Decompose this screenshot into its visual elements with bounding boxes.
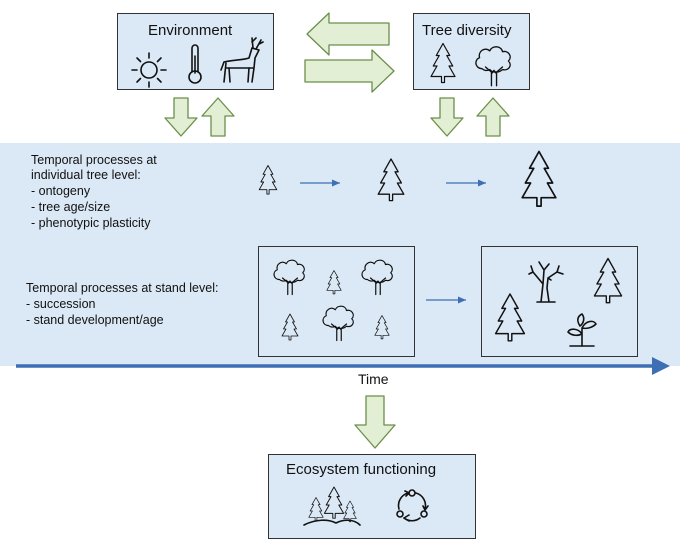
small-conifer-icon (258, 165, 278, 195)
env-down-arrow (164, 97, 198, 137)
large-conifer-icon (593, 257, 623, 304)
time-to-ecosystem-arrow (354, 395, 396, 449)
dead-tree-icon (528, 261, 564, 303)
conifer-icon (374, 315, 390, 340)
medium-conifer-icon (377, 158, 405, 202)
tree-level-item: - tree age/size (31, 200, 111, 214)
seedling-icon (567, 313, 597, 347)
tree-level-item: - ontogeny (31, 184, 91, 198)
large-conifer-icon (521, 150, 557, 207)
diversity-to-env-arrow (306, 12, 390, 56)
sun-icon (131, 52, 167, 88)
ecosystem-title: Ecosystem functioning (286, 461, 437, 478)
time-axis-arrow (16, 357, 670, 375)
tree-diversity-title: Tree diversity (422, 22, 512, 39)
tree-level-heading-2: individual tree level: (31, 168, 141, 182)
broadleaf-tree-icon (475, 46, 511, 87)
env-up-arrow (201, 97, 235, 137)
conifer-icon (326, 270, 342, 295)
env-to-diversity-arrow (304, 49, 395, 93)
broadleaf-tree-icon (322, 305, 354, 342)
conifer-icon (281, 313, 299, 341)
broadleaf-tree-icon (273, 259, 305, 296)
deer-icon (220, 37, 264, 83)
stand-level-item: - succession (26, 297, 96, 311)
cycle-icon (396, 489, 429, 522)
tree-level-item: - phenotypic plasticity (31, 216, 151, 230)
tree-diversity-box: Tree diversity (413, 13, 530, 90)
stand-level-item: - stand development/age (26, 313, 164, 327)
diversity-down-arrow (430, 97, 464, 137)
ecosystem-box: Ecosystem functioning (268, 454, 476, 539)
broadleaf-tree-icon (361, 259, 393, 296)
time-label: Time (358, 371, 389, 387)
environment-title: Environment (148, 22, 233, 39)
tree-level-heading-1: Temporal processes at (31, 153, 157, 167)
forest-icon (303, 486, 361, 526)
thermometer-icon (188, 44, 202, 84)
conifer-icon (494, 293, 526, 342)
diversity-up-arrow (476, 97, 510, 137)
conifer-icon (430, 42, 456, 84)
stand-level-heading: Temporal processes at stand level: (26, 281, 219, 295)
